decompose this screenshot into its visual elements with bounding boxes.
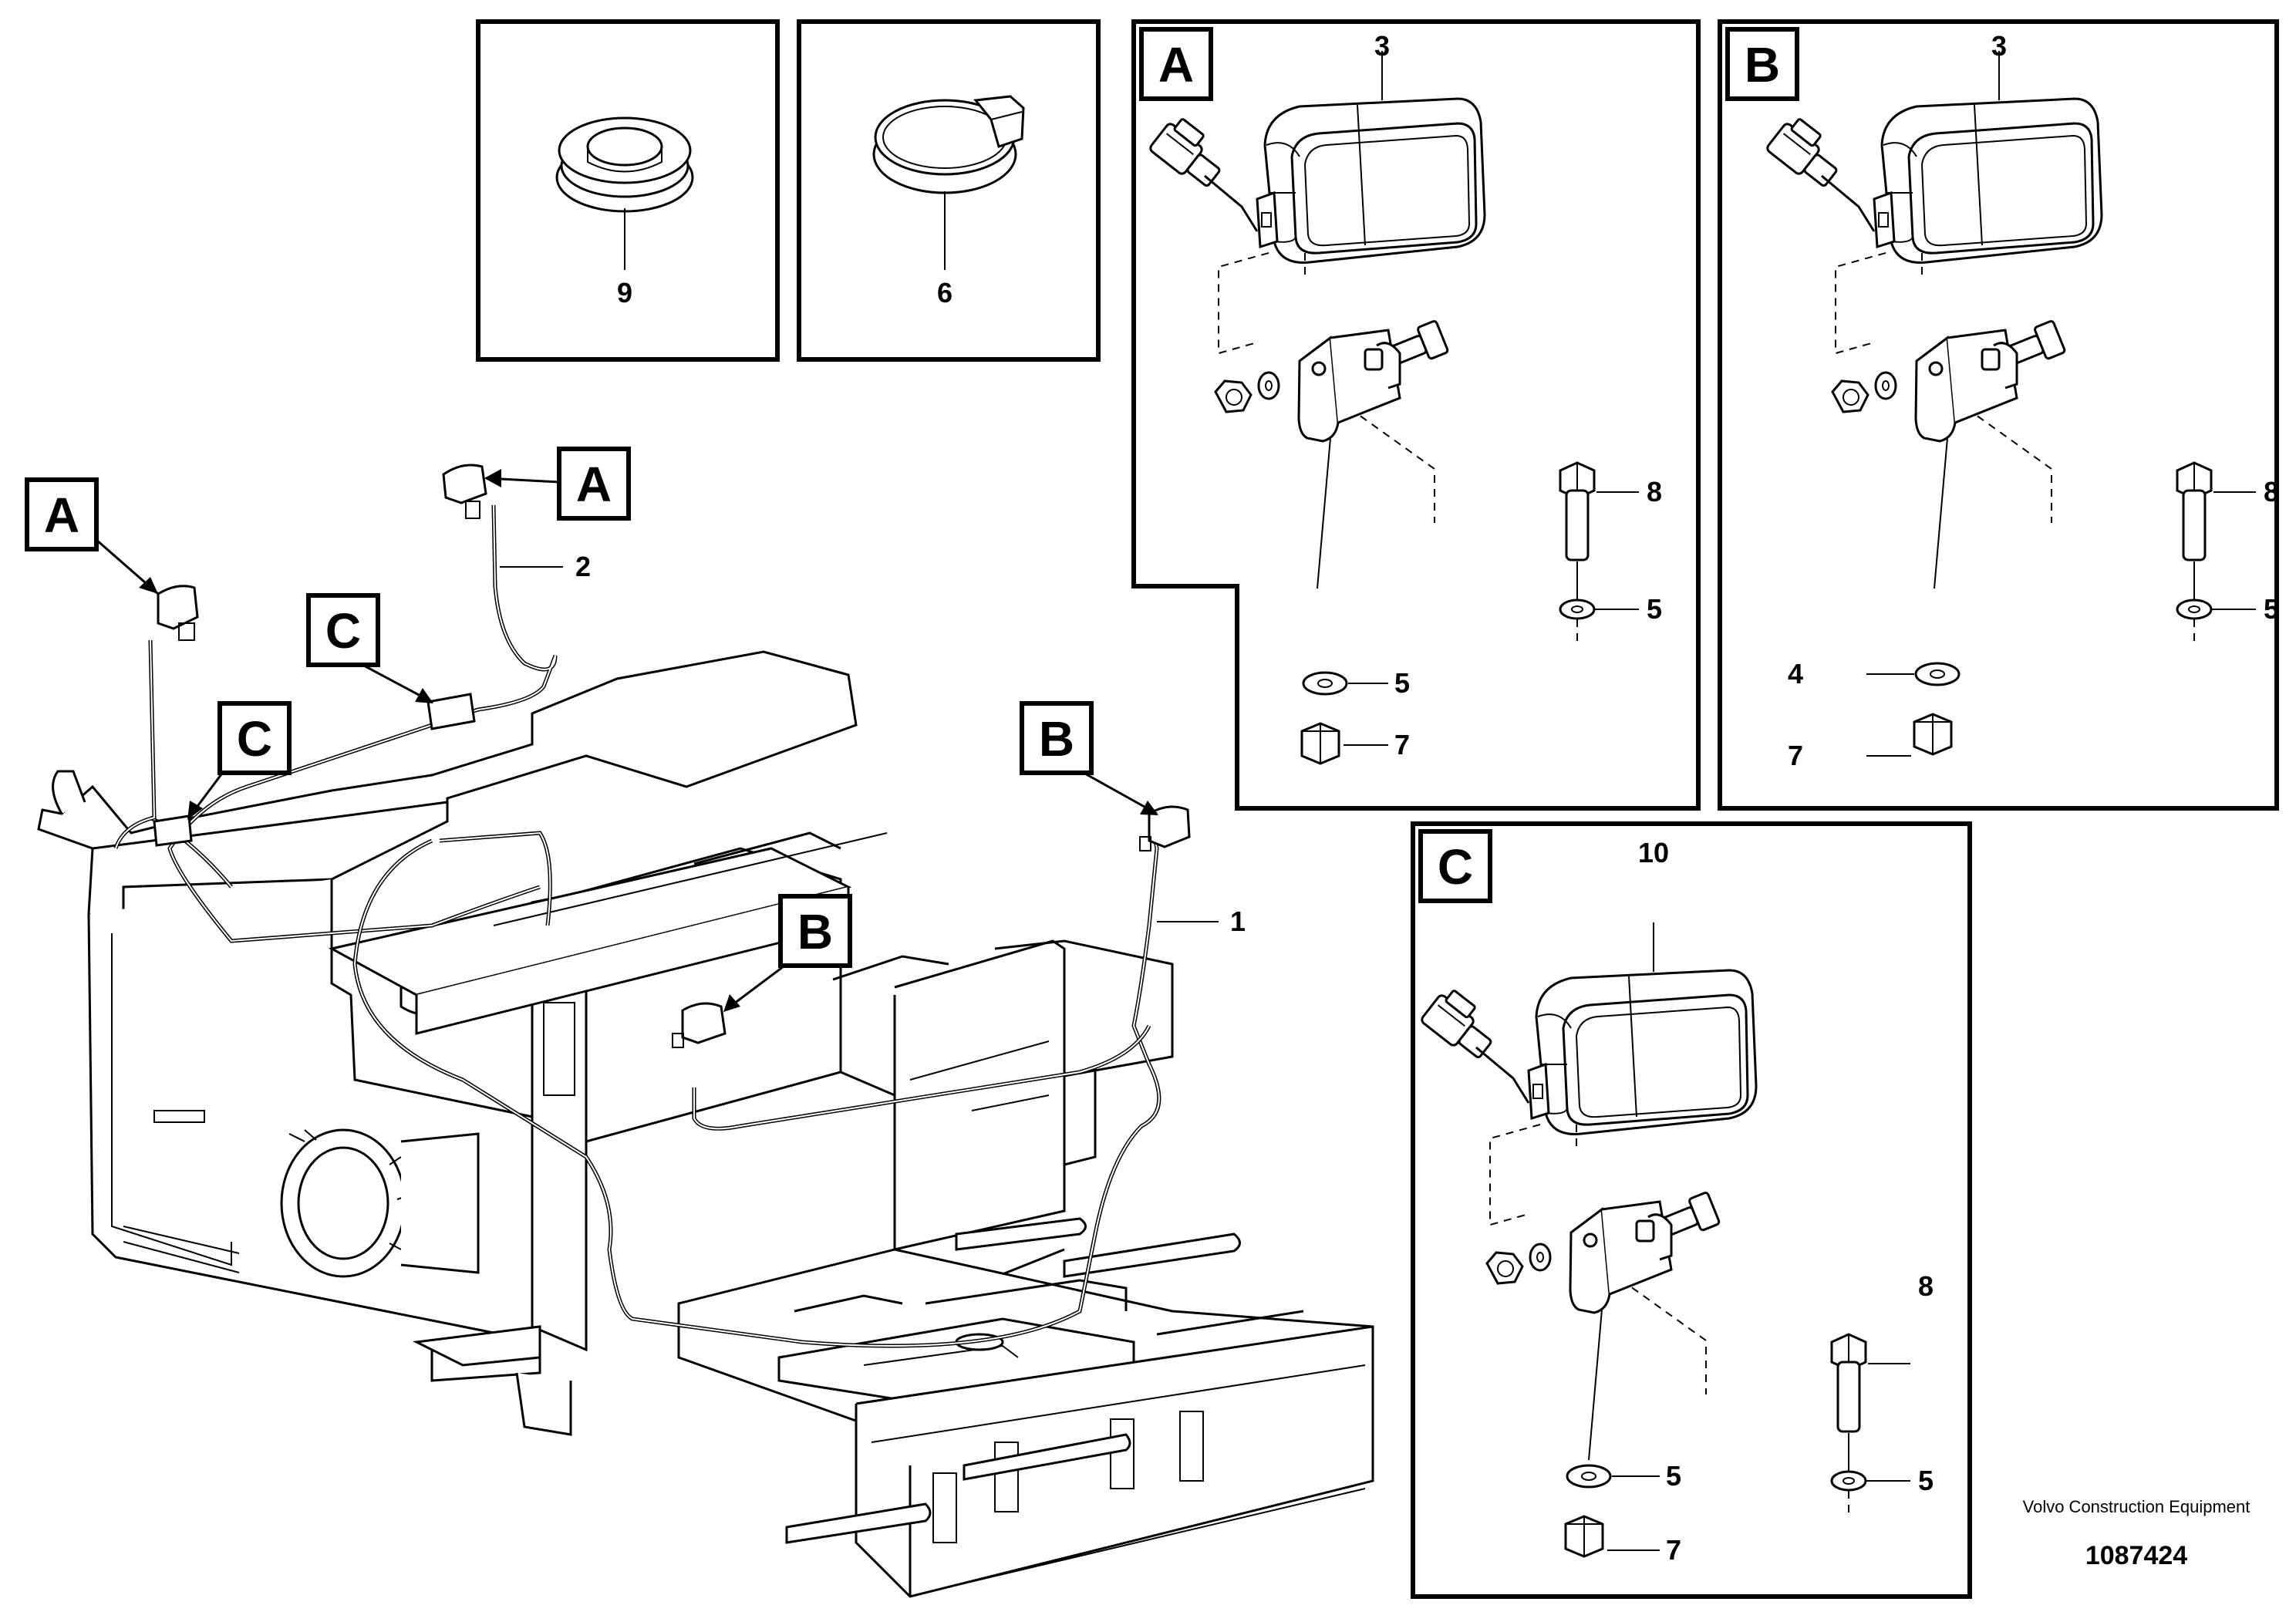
callout-B-right-letter: B [1039,711,1074,767]
detail-A-lamp-number: 3 [1374,30,1390,62]
label-harness-2-text: 2 [575,551,591,582]
harness-2 [113,504,1161,1348]
lamp-mount-A-left [157,585,199,641]
inset-clamp-part-number: 6 [937,277,952,309]
lamp-mount-B-right [1139,805,1191,851]
detail-A-nut-number: 7 [1394,729,1410,760]
detail-C-nut-number: 7 [1666,1534,1681,1566]
detail-B-screw-number: 8 [2264,476,2279,508]
callout-A-left-letter: A [44,487,79,543]
detail-B-nut-number: 7 [1788,740,1803,771]
detail-B: B 3 8 5 4 7 [1718,19,2279,811]
detail-C-washer-lower-number: 5 [1666,1460,1681,1492]
lamp-mount-C-left [153,814,193,847]
detail-C-lamp-number: 10 [1638,837,1669,868]
machine-frame [37,650,1374,1598]
detail-B-washer-upper-number: 5 [2264,593,2279,625]
footer-company: Volvo Construction Equipment [2022,1497,2250,1516]
label-harness-1-text: 1 [1230,905,1246,937]
lamp-mount-B-center [672,1002,727,1048]
callout-C-left-letter: C [237,711,272,767]
callout-A-top-letter: A [576,457,612,512]
detail-B-washer-lower-number: 4 [1788,658,1803,690]
inset-grommet-part-number: 9 [617,277,632,309]
footer-drawing-number: 1087424 [2085,1541,2188,1570]
detail-A: A 3 8 5 5 7 [1131,19,1701,811]
callout-A-top: A [484,447,631,521]
detail-C: C 10 8 5 5 7 [1411,821,1972,1599]
inset-grommet: 9 [476,19,780,362]
detail-A-washer-lower-number: 5 [1394,667,1410,699]
callout-B-center-letter: B [797,904,833,959]
callout-C-left: C [187,701,292,820]
callout-C-upper: C [306,593,433,703]
detail-A-letter: A [1158,37,1194,93]
detail-A-washer-upper-number: 5 [1647,593,1662,625]
inset-clamp: 6 [797,19,1101,362]
callout-C-upper-letter: C [325,603,361,659]
detail-B-letter: B [1745,37,1780,93]
lamp-mount-C-upper [426,693,476,730]
detail-B-lamp-number: 3 [1991,30,2007,62]
label-harness-1: 1 [1157,905,1246,937]
lamp-mount-A-top [442,464,487,519]
detail-C-washer-upper-number: 5 [1918,1465,1934,1496]
detail-A-screw-number: 8 [1647,476,1662,508]
detail-C-letter: C [1438,839,1473,895]
callout-A-left: A [25,477,159,595]
callout-B-center: B [723,894,852,1012]
detail-C-screw-number: 8 [1918,1270,1934,1302]
callout-B-right: B [1020,701,1158,815]
label-harness-2: 2 [500,551,591,582]
